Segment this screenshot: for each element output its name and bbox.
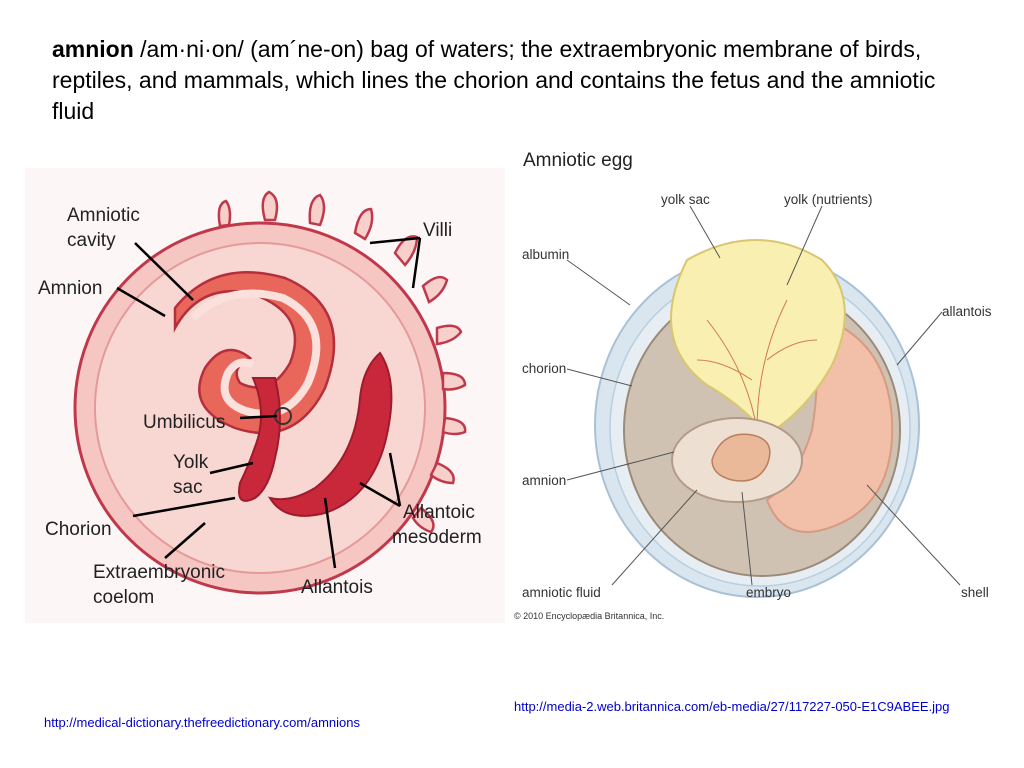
allantois-egg-shape (765, 313, 894, 533)
embryo-membranes-diagram: Amniotic cavity Villi Amnion Umbilicus Y… (25, 168, 505, 623)
label-extraembryonic-coelom-2: coelom (93, 587, 154, 608)
label-egg-chorion: chorion (522, 361, 566, 376)
label-allantois: Allantois (301, 577, 373, 598)
label-amniotic-cavity-1: Amniotic (67, 205, 140, 226)
right-leader-lines (566, 205, 961, 586)
label-yolk-sac-2: sac (173, 477, 203, 498)
label-umbilicus: Umbilicus (143, 412, 225, 433)
villi-shapes (217, 190, 467, 534)
label-allantoic-mesoderm-1: Allantoic (403, 502, 475, 523)
label-egg-embryo: embryo (746, 585, 791, 600)
label-extraembryonic-coelom-1: Extraembryonic (93, 562, 225, 583)
label-egg-allantois: allantois (942, 304, 992, 319)
label-egg-yolk-nutrients: yolk (nutrients) (784, 192, 873, 207)
dictionary-source-link[interactable]: http://medical-dictionary.thefreediction… (44, 715, 360, 730)
definition-term: amnion (52, 36, 134, 62)
label-egg-shell: shell (961, 585, 989, 600)
definition-text: amnion /am·ni·on/ (am´ne-on) bag of wate… (52, 34, 982, 127)
embryo-shape (711, 433, 771, 482)
egg-copyright: © 2010 Encyclopædia Britannica, Inc. (514, 611, 664, 621)
egg-title: Amniotic egg (523, 150, 633, 171)
definition-body: /am·ni·on/ (am´ne-on) bag of waters; the… (52, 36, 936, 124)
label-chorion: Chorion (45, 519, 112, 540)
left-leader-lines (116, 236, 422, 569)
label-egg-amniotic-fluid: amniotic fluid (522, 585, 601, 600)
amniotic-cavity-shape (190, 289, 321, 418)
allantois-shape (267, 351, 393, 517)
amnion-shape (173, 271, 336, 435)
label-egg-amnion: amnion (522, 473, 566, 488)
yolk-blood-vessels (696, 299, 818, 431)
label-egg-yolk-sac: yolk sac (661, 192, 710, 207)
label-amnion: Amnion (38, 278, 102, 299)
yolk-sac-shape (238, 377, 281, 502)
label-egg-albumin: albumin (522, 247, 569, 262)
label-amniotic-cavity-2: cavity (67, 230, 116, 251)
amniotic-egg-diagram: Amniotic egg yolk sac yolk (nutrients) a… (514, 150, 992, 621)
label-villi: Villi (423, 220, 452, 241)
label-allantoic-mesoderm-2: mesoderm (392, 527, 482, 548)
label-yolk-sac-1: Yolk (173, 452, 209, 473)
yolk-sac-egg-shape (670, 239, 846, 437)
britannica-source-link[interactable]: http://media-2.web.britannica.com/eb-med… (514, 699, 950, 714)
